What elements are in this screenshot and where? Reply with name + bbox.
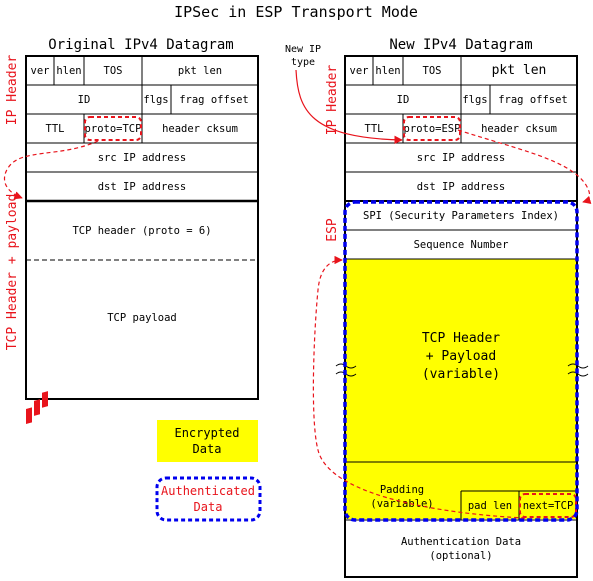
legend-encrypted-line1: Encrypted: [174, 426, 239, 440]
right-padding-line1: Padding: [380, 484, 424, 496]
right-auth-line1: Authentication Data: [401, 536, 521, 548]
left-tcp-label: TCP Header + payload: [5, 194, 20, 351]
left-flgs: flgs: [143, 94, 168, 106]
legend-encrypted-swatch: [157, 420, 258, 462]
right-ttl: TTL: [365, 123, 384, 135]
authenticated-region: [343, 200, 579, 522]
right-proto-highlight: [403, 116, 461, 141]
right-ip-header-label: IP Header: [325, 65, 340, 136]
legend-authenticated-line1: Authenticated: [161, 484, 255, 498]
right-tos: TOS: [423, 65, 442, 77]
right-heading: New IPv4 Datagram: [389, 37, 532, 53]
right-id: ID: [397, 94, 410, 106]
legend-authenticated-line2: Data: [194, 500, 223, 514]
right-proto: proto=ESP: [404, 123, 461, 135]
annotation-arrow: [295, 69, 403, 145]
annotation-line2: type: [291, 57, 315, 68]
left-ip-header-label: IP Header: [5, 55, 20, 126]
right-header-cksum: header cksum: [481, 123, 557, 135]
right-pkt-len: pkt len: [492, 63, 547, 78]
right-esp-label: ESP: [325, 218, 340, 242]
right-dst-ip: dst IP address: [417, 181, 506, 193]
left-tos: TOS: [104, 65, 123, 77]
left-id: ID: [78, 94, 91, 106]
left-dst-ip: dst IP address: [98, 181, 187, 193]
right-flgs: flgs: [462, 94, 487, 106]
encrypted-region: [346, 259, 576, 519]
legend-authenticated-swatch: [155, 476, 262, 522]
right-tcp-line2: + Payload: [426, 349, 496, 364]
right-hlen: hlen: [375, 65, 400, 77]
right-auth-line2: (optional): [429, 550, 492, 562]
left-hlen: hlen: [56, 65, 81, 77]
right-ver: ver: [350, 65, 369, 77]
left-tcp-header: TCP header (proto = 6): [72, 225, 211, 237]
left-heading: Original IPv4 Datagram: [48, 37, 233, 53]
right-next-highlight: [519, 493, 577, 518]
left-frag-offset: frag offset: [179, 94, 249, 106]
left-header-cksum: header cksum: [162, 123, 238, 135]
right-next: next=TCP: [523, 500, 574, 512]
right-pad-len: pad len: [468, 500, 512, 512]
left-src-ip: src IP address: [98, 152, 187, 164]
left-proto-arrow: [3, 140, 99, 200]
right-proto-arrow: [457, 129, 592, 204]
left-pkt-len: pkt len: [178, 65, 222, 77]
right-padding-line2: (variable): [370, 498, 433, 510]
right-tcp-line1: TCP Header: [422, 331, 500, 346]
left-proto: proto=TCP: [85, 123, 142, 135]
left-ver: ver: [31, 65, 50, 77]
annotation-line1: New IP: [285, 44, 321, 55]
left-proto-highlight: [84, 116, 142, 141]
diagram-title: IPSec in ESP Transport Mode: [174, 3, 418, 21]
left-ttl: TTL: [46, 123, 65, 135]
left-tcp-payload: TCP payload: [107, 312, 177, 324]
legend-encrypted-line2: Data: [193, 442, 222, 456]
right-tcp-line3: (variable): [422, 367, 500, 382]
right-next-arrow: [312, 255, 526, 519]
right-seq: Sequence Number: [414, 239, 509, 251]
right-spi: SPI (Security Parameters Index): [363, 210, 559, 222]
logo-icon: [26, 391, 48, 425]
right-src-ip: src IP address: [417, 152, 506, 164]
right-frag-offset: frag offset: [498, 94, 568, 106]
